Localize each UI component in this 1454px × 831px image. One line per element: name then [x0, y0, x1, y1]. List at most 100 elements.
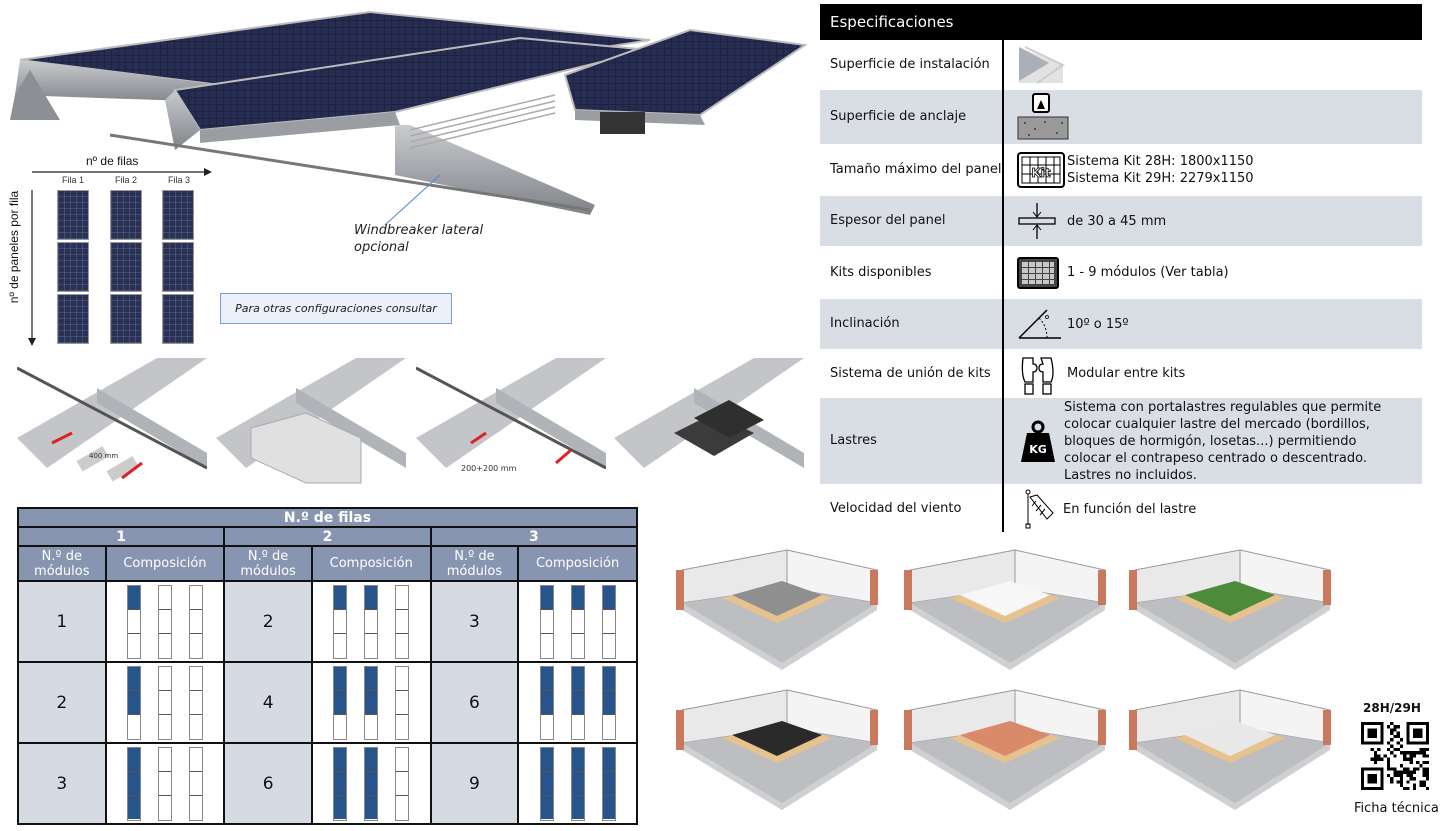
- panel-column-bar: [333, 746, 348, 821]
- panel-filled: [127, 666, 140, 691]
- roof-type-tiles: [904, 549, 1106, 670]
- kit-composition-table: N.º de filas 1 2 3 N.º de módulos Compos…: [16, 507, 639, 825]
- detail-photo-concrete-block: [216, 358, 406, 484]
- panel-empty: [158, 585, 171, 610]
- panel-empty: [602, 715, 615, 739]
- spec-row-wind-speed: Velocidad del viento En función del last…: [820, 484, 1422, 534]
- qr-code[interactable]: [1361, 722, 1429, 790]
- svg-text:Kit: Kit: [1031, 166, 1050, 180]
- fila-3-label: Fila 3: [168, 175, 191, 185]
- spec-value: 1 - 9 módulos (Ver tabla): [1067, 265, 1229, 280]
- panel-filled: [365, 690, 378, 716]
- panel-filled: [571, 771, 584, 797]
- spec-label: Inclinación: [830, 316, 900, 331]
- panel-column-bar: [126, 746, 141, 821]
- spec-row-kit-union: Sistema de unión de kits Modular entre k…: [820, 349, 1422, 398]
- spec-value: de 30 a 45 mm: [1067, 213, 1167, 229]
- composition-diagram: [104, 661, 226, 744]
- composition-diagram: [104, 580, 226, 663]
- panel-filled: [540, 747, 553, 772]
- spec-row-ballast: Lastres KG Sistema con portalastres regu…: [820, 398, 1422, 484]
- panel-column-bar: [188, 746, 203, 821]
- thickness-icon: [1018, 203, 1056, 239]
- spec-label: Lastres: [830, 433, 877, 448]
- panel-empty: [571, 634, 584, 658]
- panel-column-bar: [157, 746, 172, 821]
- panel-filled: [334, 796, 347, 820]
- panel-filled: [602, 585, 615, 610]
- panel-empty: [127, 634, 140, 658]
- panel-filled: [602, 747, 615, 772]
- panel-column-bar: [188, 665, 203, 740]
- spec-label: Kits disponibles: [830, 264, 932, 280]
- kit-panel-icon: Kit: [1017, 152, 1065, 188]
- panel-column-bar: [395, 746, 410, 821]
- panel-column-bar: [364, 665, 379, 740]
- panels-per-row-label: nº de paneles por fila: [7, 190, 22, 304]
- panel-column-bar: [364, 746, 379, 821]
- spec-label: Superficie de anclaje: [830, 109, 967, 124]
- panel-filled: [571, 690, 584, 716]
- panel-column-bar: [539, 584, 554, 659]
- panel-filled: [365, 585, 378, 610]
- panel-column-bar: [539, 665, 554, 740]
- spec-label: Tamaño máximo del panel: [830, 162, 1002, 177]
- panel-filled: [365, 771, 378, 797]
- flat-roof-icon: [1019, 46, 1065, 84]
- composition-diagram: [310, 742, 432, 825]
- panel-empty: [189, 715, 202, 739]
- panel-empty: [189, 585, 202, 610]
- panel-empty: [365, 609, 378, 635]
- panel-empty: [189, 771, 202, 797]
- specifications-title: Especificaciones: [820, 4, 1422, 40]
- panel-filled: [602, 690, 615, 716]
- panel-filled: [334, 585, 347, 610]
- panel-column-bar: [395, 665, 410, 740]
- col-modules: N.º de módulos: [17, 545, 107, 582]
- panel-empty: [334, 634, 347, 658]
- composition-diagram: [517, 580, 638, 663]
- panel-filled: [127, 585, 140, 610]
- panel-empty: [127, 715, 140, 739]
- panel-filled: [571, 747, 584, 772]
- puzzle-hands-icon: [1021, 356, 1054, 395]
- panel-filled: [334, 771, 347, 797]
- panel-empty: [396, 666, 409, 691]
- panel-empty: [158, 747, 171, 772]
- detail-photo-rubber-pads: [614, 358, 804, 468]
- panel-filled: [127, 747, 140, 772]
- panel-column-bar: [570, 665, 585, 740]
- panel-filled: [334, 666, 347, 691]
- spec-value: En función del lastre: [1063, 501, 1197, 517]
- panel-empty: [158, 634, 171, 658]
- spec-label: Espesor del panel: [830, 213, 946, 228]
- adjust-arrow-icon: [555, 448, 572, 465]
- solar-array-photo: [10, 10, 808, 226]
- panel-column-2: [110, 190, 142, 344]
- panel-filled: [334, 747, 347, 772]
- panel-filled: [127, 796, 140, 820]
- panel-filled: [602, 771, 615, 797]
- rows-diagram: nº de filas Fila 1 Fila 2 Fila 3 nº de p…: [7, 150, 212, 350]
- group-header-3: 3: [429, 526, 639, 547]
- col-composition: Composición: [517, 545, 638, 582]
- panel-empty: [189, 666, 202, 691]
- windbreaker-label-line1: Windbreaker lateral: [354, 223, 484, 238]
- module-count: 4: [223, 661, 313, 744]
- spec-row-inclination: Inclinación 10º o 15º: [820, 299, 1422, 349]
- panel-filled: [540, 690, 553, 716]
- composition-diagram: [517, 742, 638, 825]
- adjust-arrow-icon: [470, 431, 487, 445]
- fila-1-label: Fila 1: [62, 175, 85, 185]
- kit-table-title: N.º de filas: [17, 507, 638, 528]
- panel-empty: [540, 715, 553, 739]
- specifications-table: Especificaciones Superficie de instalaci…: [820, 4, 1422, 534]
- module-count: 2: [17, 661, 107, 744]
- panel-empty: [396, 609, 409, 635]
- arrow-right-icon: [32, 168, 212, 176]
- rows-diagram-title: nº de filas: [86, 154, 139, 168]
- panel-column-bar: [395, 584, 410, 659]
